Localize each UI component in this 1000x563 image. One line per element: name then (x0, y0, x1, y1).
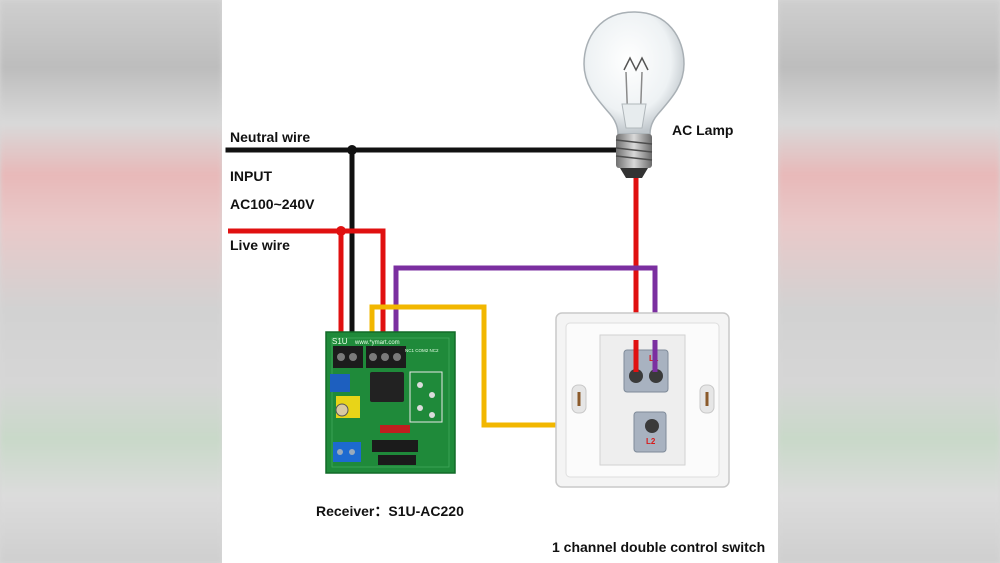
receiver-board: S1U www.*ymart.com NC1 COM2 NC2 (325, 331, 456, 474)
board-site-text: www.*ymart.com (354, 340, 400, 346)
input-label: INPUT (230, 168, 272, 184)
receiver-label: Receiver：S1U-AC220 (316, 503, 464, 519)
ac-lamp-bulb (583, 11, 685, 178)
double-control-switch: L L1 L2 (555, 312, 730, 488)
blurred-right-background (778, 0, 1000, 563)
live-wire-main (228, 228, 386, 355)
terminal-block-left (333, 346, 363, 368)
neutral-wire-label: Neutral wire (230, 129, 311, 145)
board-model-text: S1U (332, 337, 348, 346)
yellow-wire (369, 304, 654, 428)
switch-terminal-block-top (623, 349, 669, 393)
switch-terminal-l2: L2 (646, 437, 656, 446)
neutral-wire-lines (225, 147, 625, 358)
blurred-left-background (0, 0, 222, 563)
board-terminal-text: NC1 COM2 NC2 (405, 348, 439, 353)
live-wire-label: Live wire (230, 237, 290, 253)
relay (370, 372, 404, 402)
purple-wire (393, 265, 658, 356)
switch-caption-label: 1 channel double control switch (552, 539, 766, 555)
voltage-label: AC100~240V (230, 196, 315, 212)
neutral-junction-dot (347, 145, 357, 155)
live-junction-dot (336, 226, 346, 236)
ac-lamp-label: AC Lamp (672, 122, 734, 138)
